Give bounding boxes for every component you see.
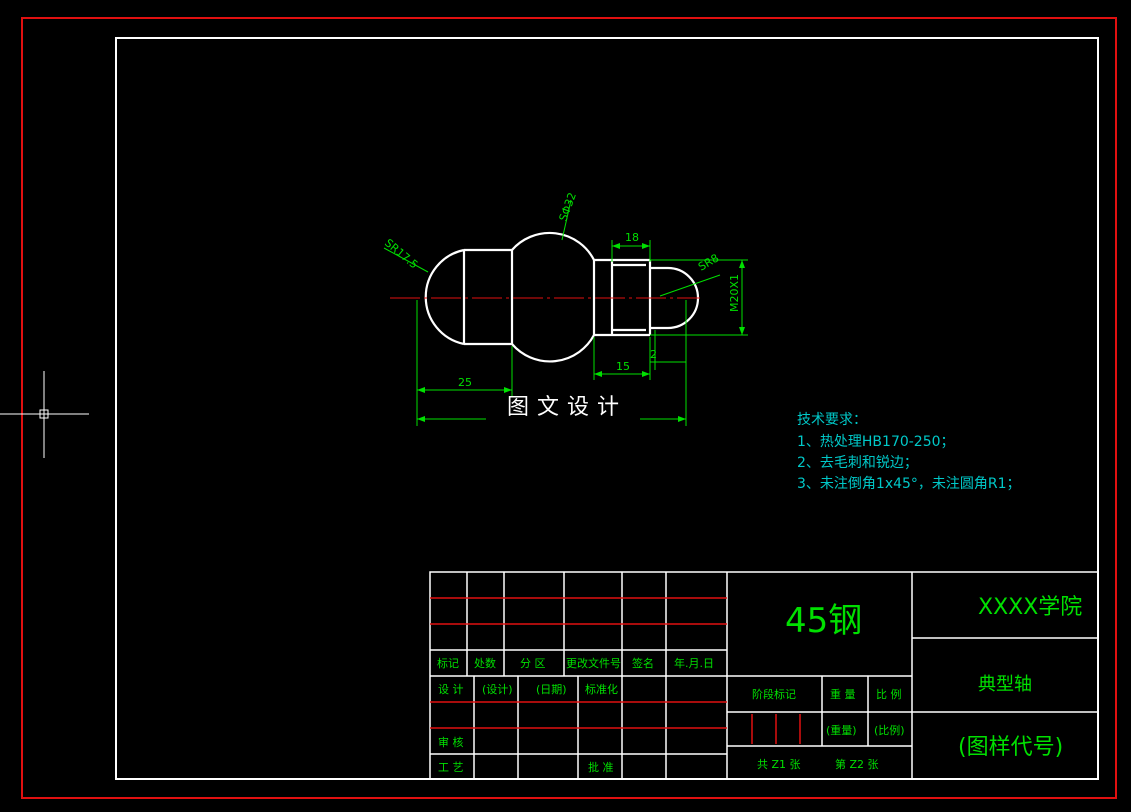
tech-heading: 技术要求： — [797, 412, 867, 428]
tech-item-2: 2、去毛刺和锐边； — [797, 455, 918, 471]
label-mark: 标记 — [437, 656, 459, 670]
drawing-name: 图文设计 — [507, 395, 627, 420]
label-sheet-no: 第 Z2 张 — [835, 757, 879, 771]
label-stage-mark: 阶段标记 — [752, 687, 796, 701]
tech-item-1: 1、热处理HB170-250； — [797, 434, 955, 450]
dim-small-length: 2 — [650, 348, 657, 361]
value-weight: (重量) — [826, 723, 857, 737]
school-name: XXXX学院 — [978, 595, 1082, 620]
label-change-doc: 更改文件号 — [566, 656, 621, 670]
outer-frame — [21, 17, 1117, 799]
label-standard: 标准化 — [585, 682, 618, 696]
dim-sr-left: SR17.5 — [382, 236, 420, 271]
title-block — [429, 571, 1099, 780]
dim-left-length: 25 — [458, 376, 472, 389]
value-date: (日期) — [536, 683, 567, 696]
label-total-sheets: 共 Z1 张 — [757, 758, 801, 771]
value-design: (设计) — [482, 683, 513, 696]
part-outline — [424, 231, 700, 363]
crosshair-cursor-icon[interactable] — [0, 371, 89, 458]
label-review: 审 核 — [438, 735, 464, 749]
dim-sphere: SΦ32 — [557, 191, 579, 223]
drawing-number: (图样代号) — [958, 735, 1063, 760]
material: 45钢 — [785, 601, 862, 641]
label-date: 年.月.日 — [674, 656, 714, 670]
dim-mid-length: 15 — [616, 360, 630, 373]
label-zone: 分 区 — [520, 657, 546, 670]
label-signature: 签名 — [632, 656, 654, 670]
dim-thread-spec: M20X1 — [728, 274, 741, 312]
dim-sr-right: SR8 — [696, 252, 721, 274]
part-name: 典型轴 — [978, 674, 1032, 695]
label-scale: 比 例 — [876, 687, 902, 701]
tech-item-3: 3、未注倒角1x45°，未注圆角R1； — [797, 476, 1021, 492]
label-approve: 批 准 — [588, 760, 614, 774]
label-process: 工 艺 — [438, 761, 464, 774]
label-weight: 重 量 — [830, 687, 856, 701]
dimension-arrows — [417, 243, 745, 422]
dim-thread-length: 18 — [625, 231, 639, 244]
value-scale: (比例) — [874, 723, 905, 737]
label-design: 设 计 — [438, 683, 464, 696]
label-count: 处数 — [474, 657, 496, 670]
